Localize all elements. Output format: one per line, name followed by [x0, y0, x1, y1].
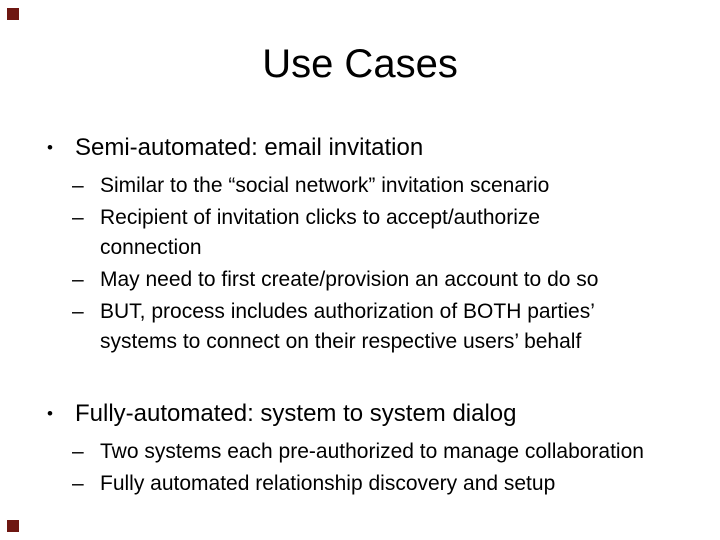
slide-title: Use Cases: [262, 42, 458, 86]
bullet-icon: •: [47, 404, 53, 423]
sub-bullet-text: Fully automated relationship discovery a…: [100, 472, 556, 495]
dash-icon: –: [72, 174, 84, 197]
dash-icon: –: [72, 300, 84, 323]
sub-bullet-item: – Recipient of invitation clicks to acce…: [72, 203, 697, 263]
sub-bullet-item: – Similar to the “social network” invita…: [72, 171, 697, 201]
bullet-item: • Fully-automated: system to system dial…: [47, 399, 697, 429]
sub-bullet-item: – May need to first create/provision an …: [72, 265, 697, 295]
sub-bullet-item: – BUT, process includes authorization of…: [72, 297, 697, 357]
sub-bullet-text: May need to first create/provision an ac…: [100, 268, 599, 291]
sub-bullet-text: Two systems each pre-authorized to manag…: [100, 440, 644, 463]
bullet-text: Fully-automated: system to system dialog: [75, 400, 517, 427]
dash-icon: –: [72, 440, 84, 463]
corner-accent-bottom: [7, 520, 19, 532]
bullet-icon: •: [47, 138, 53, 157]
bullet-text: Semi-automated: email invitation: [75, 134, 424, 161]
sub-bullet-text: Recipient of invitation clicks to accept…: [100, 206, 541, 259]
sub-bullet-item: – Two systems each pre-authorized to man…: [72, 437, 697, 467]
dash-icon: –: [72, 206, 84, 229]
slide-body: • Semi-automated: email invitation – Sim…: [47, 133, 697, 501]
corner-accent-top: [7, 8, 19, 20]
sub-bullet-item: – Fully automated relationship discovery…: [72, 469, 697, 499]
sub-bullet-text: BUT, process includes authorization of B…: [100, 300, 595, 353]
sub-bullet-text: Similar to the “social network” invitati…: [100, 174, 550, 197]
bullet-item: • Semi-automated: email invitation: [47, 133, 697, 163]
dash-icon: –: [72, 268, 84, 291]
dash-icon: –: [72, 472, 84, 495]
